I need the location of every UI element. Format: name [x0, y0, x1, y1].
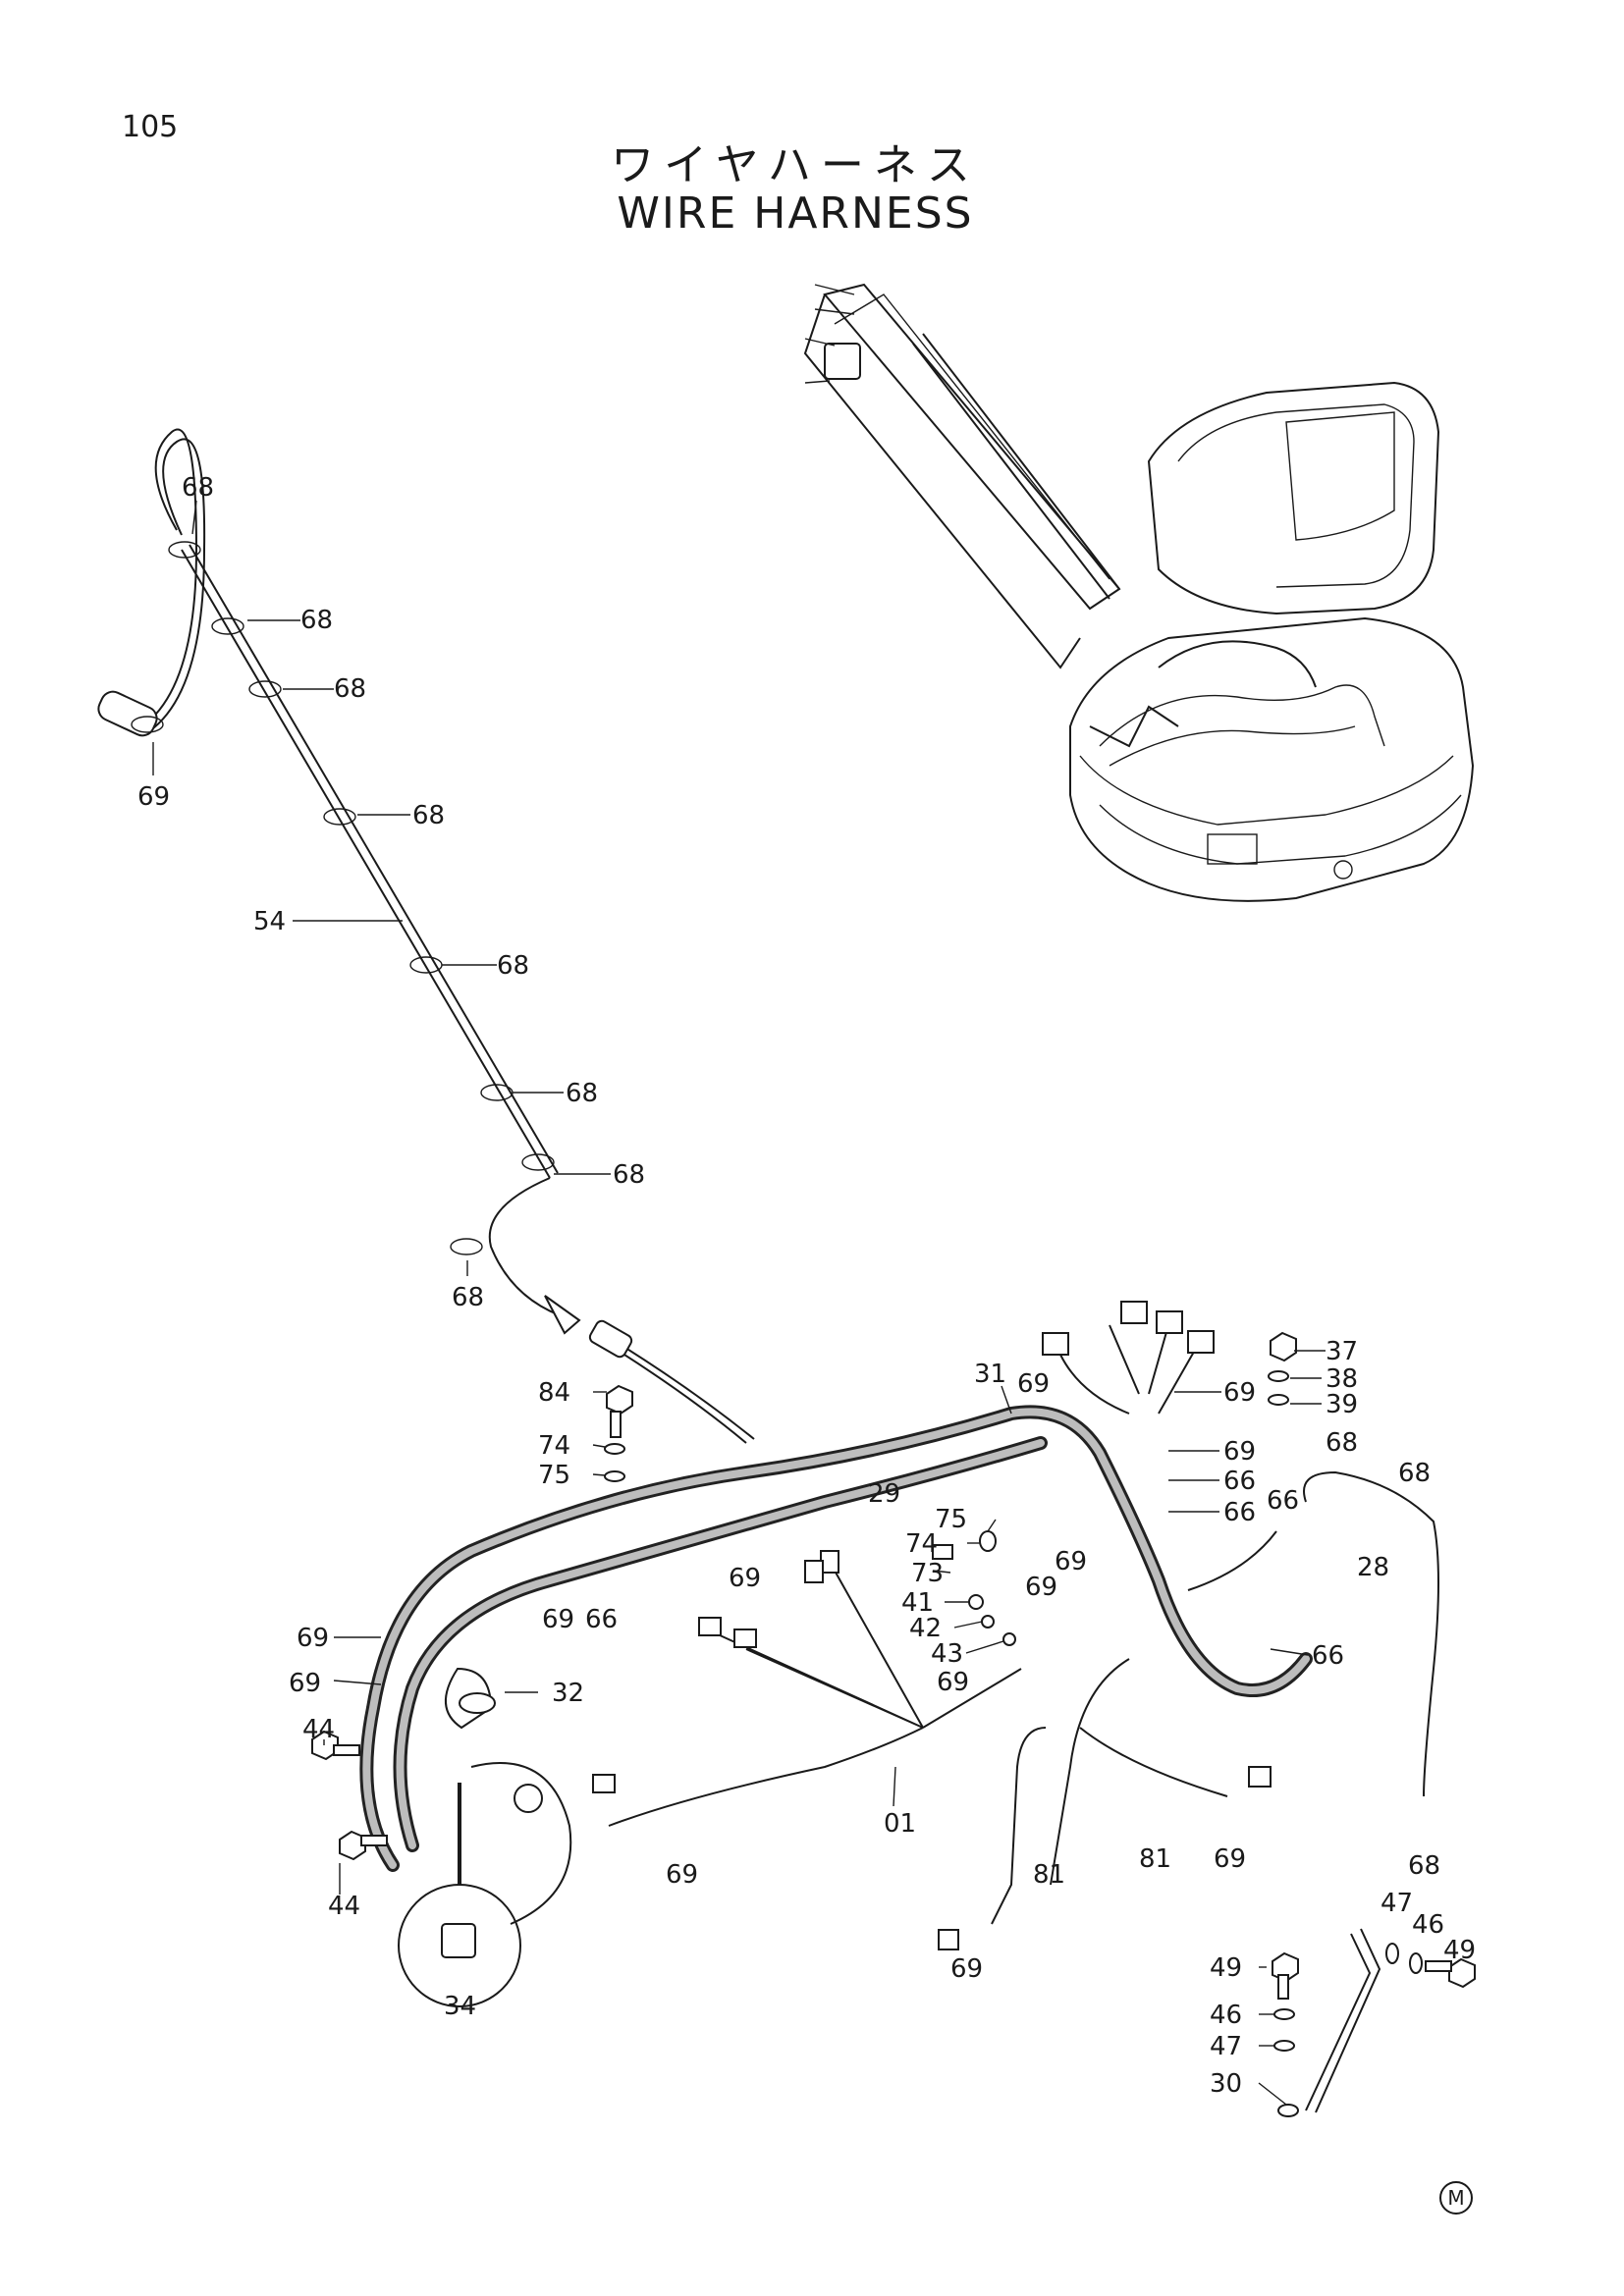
- callout-69: 69: [729, 1564, 761, 1593]
- callout-69: 69: [937, 1668, 969, 1697]
- callout-75: 75: [538, 1461, 570, 1490]
- callout-81: 81: [1139, 1844, 1171, 1874]
- callout-69: 69: [1017, 1369, 1050, 1399]
- callout-44: 44: [302, 1715, 335, 1744]
- callout-68: 68: [1326, 1428, 1358, 1458]
- page-number: 105: [122, 110, 179, 144]
- leader-lines: [152, 500, 1326, 2106]
- callout-69: 69: [1223, 1378, 1256, 1408]
- callout-68: 68: [613, 1160, 645, 1190]
- callout-68: 68: [1398, 1459, 1431, 1488]
- callout-69: 69: [289, 1669, 321, 1698]
- callout-01: 01: [884, 1809, 916, 1839]
- callout-68: 68: [497, 951, 529, 981]
- callout-42: 42: [909, 1614, 942, 1643]
- callout-46: 46: [1412, 1910, 1444, 1940]
- excavator-overview-illustration: [803, 283, 1475, 902]
- callout-69: 69: [1055, 1547, 1087, 1576]
- callout-69: 69: [297, 1624, 329, 1653]
- callout-74: 74: [905, 1529, 938, 1559]
- callout-47: 47: [1380, 1889, 1413, 1918]
- title-japanese: ワイヤハーネス: [611, 140, 980, 190]
- callout-labels: 68 68 68 69 68 54 68 68 68 68 84 74 75 3…: [137, 473, 1476, 2099]
- callout-75: 75: [935, 1505, 967, 1534]
- callout-66: 66: [1223, 1498, 1256, 1527]
- callout-28: 28: [1357, 1553, 1389, 1582]
- callout-69: 69: [1025, 1573, 1057, 1602]
- callout-31: 31: [974, 1360, 1006, 1389]
- callout-30: 30: [1210, 2069, 1242, 2099]
- callout-43: 43: [931, 1639, 963, 1669]
- main-harness-illustration: [311, 1301, 1476, 2117]
- callout-68: 68: [334, 674, 366, 704]
- title-english: WIRE HARNESS: [617, 188, 974, 239]
- callout-84: 84: [538, 1378, 570, 1408]
- callout-68: 68: [452, 1283, 484, 1312]
- callout-68: 68: [1408, 1851, 1440, 1881]
- callout-66: 66: [585, 1605, 618, 1634]
- callout-34: 34: [444, 1992, 476, 2021]
- callout-49: 49: [1443, 1936, 1476, 1965]
- callout-68: 68: [300, 606, 333, 635]
- callout-37: 37: [1326, 1337, 1358, 1366]
- callout-54: 54: [253, 907, 286, 936]
- callout-44: 44: [328, 1892, 360, 1921]
- callout-69: 69: [542, 1605, 574, 1634]
- callout-49: 49: [1210, 1953, 1242, 1983]
- callout-38: 38: [1326, 1364, 1358, 1394]
- callout-74: 74: [538, 1431, 570, 1461]
- harness-54-illustration: [97, 428, 581, 1335]
- callout-66: 66: [1223, 1467, 1256, 1496]
- revision-mark: M: [1439, 2181, 1473, 2215]
- callout-68: 68: [412, 801, 445, 830]
- callout-39: 39: [1326, 1390, 1358, 1419]
- callout-66: 66: [1267, 1486, 1299, 1516]
- callout-68: 68: [182, 473, 214, 503]
- callout-29: 29: [868, 1479, 900, 1509]
- callout-47: 47: [1210, 2032, 1242, 2061]
- callout-73: 73: [911, 1559, 944, 1588]
- callout-69: 69: [1214, 1844, 1246, 1874]
- callout-32: 32: [552, 1679, 584, 1708]
- callout-69: 69: [137, 782, 170, 812]
- callout-46: 46: [1210, 2001, 1242, 2030]
- callout-69: 69: [950, 1954, 983, 1984]
- callout-41: 41: [901, 1588, 934, 1618]
- callout-69: 69: [666, 1860, 698, 1890]
- callout-68: 68: [566, 1079, 598, 1108]
- callout-81: 81: [1033, 1860, 1065, 1890]
- callout-66: 66: [1312, 1641, 1344, 1671]
- bolts-and-washers: [311, 1331, 1476, 2052]
- callout-69: 69: [1223, 1437, 1256, 1467]
